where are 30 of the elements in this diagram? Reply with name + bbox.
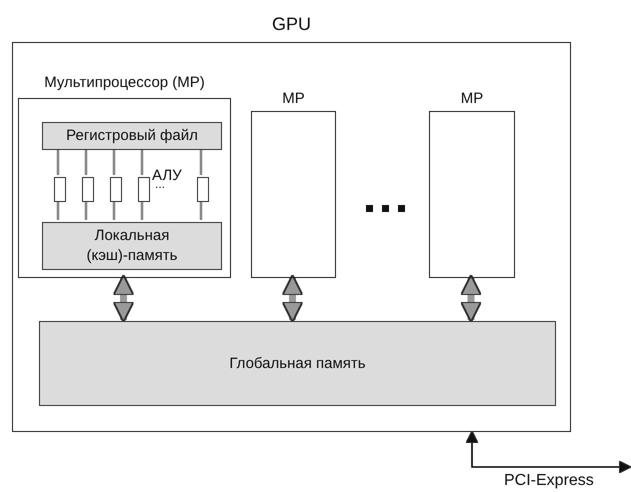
alu-box xyxy=(82,177,94,202)
box-label: Регистровый файл xyxy=(65,126,199,146)
alu-box xyxy=(54,177,66,202)
global-memory-box xyxy=(39,321,556,406)
connector-line xyxy=(200,148,202,175)
connector-line xyxy=(140,148,144,175)
connector-line xyxy=(84,148,88,175)
box-heading: GPU xyxy=(272,14,311,35)
connector-line xyxy=(56,200,60,220)
alu-box xyxy=(110,177,122,202)
box-heading: Мультипроцессор (MP) xyxy=(44,74,205,91)
register-file-box xyxy=(42,122,222,150)
connector-line xyxy=(140,200,144,220)
connector-line xyxy=(112,200,116,220)
connector-line xyxy=(112,148,116,175)
double-arrow xyxy=(282,274,304,323)
box-heading: MP xyxy=(460,90,484,107)
box-label: Локальная (кэш)-память xyxy=(86,226,178,266)
edge-label: PCI-Express xyxy=(504,472,594,490)
connector-line xyxy=(84,200,88,220)
alu-box xyxy=(197,177,209,202)
box-label: Глобальная память xyxy=(228,354,367,374)
local-memory-box xyxy=(42,222,222,270)
double-arrow xyxy=(460,274,482,323)
connector-line xyxy=(56,148,60,175)
box-heading: MP xyxy=(282,90,305,107)
arrow xyxy=(465,430,631,474)
connector-line xyxy=(200,200,202,220)
double-arrow xyxy=(112,274,134,323)
alu-box xyxy=(138,177,150,202)
